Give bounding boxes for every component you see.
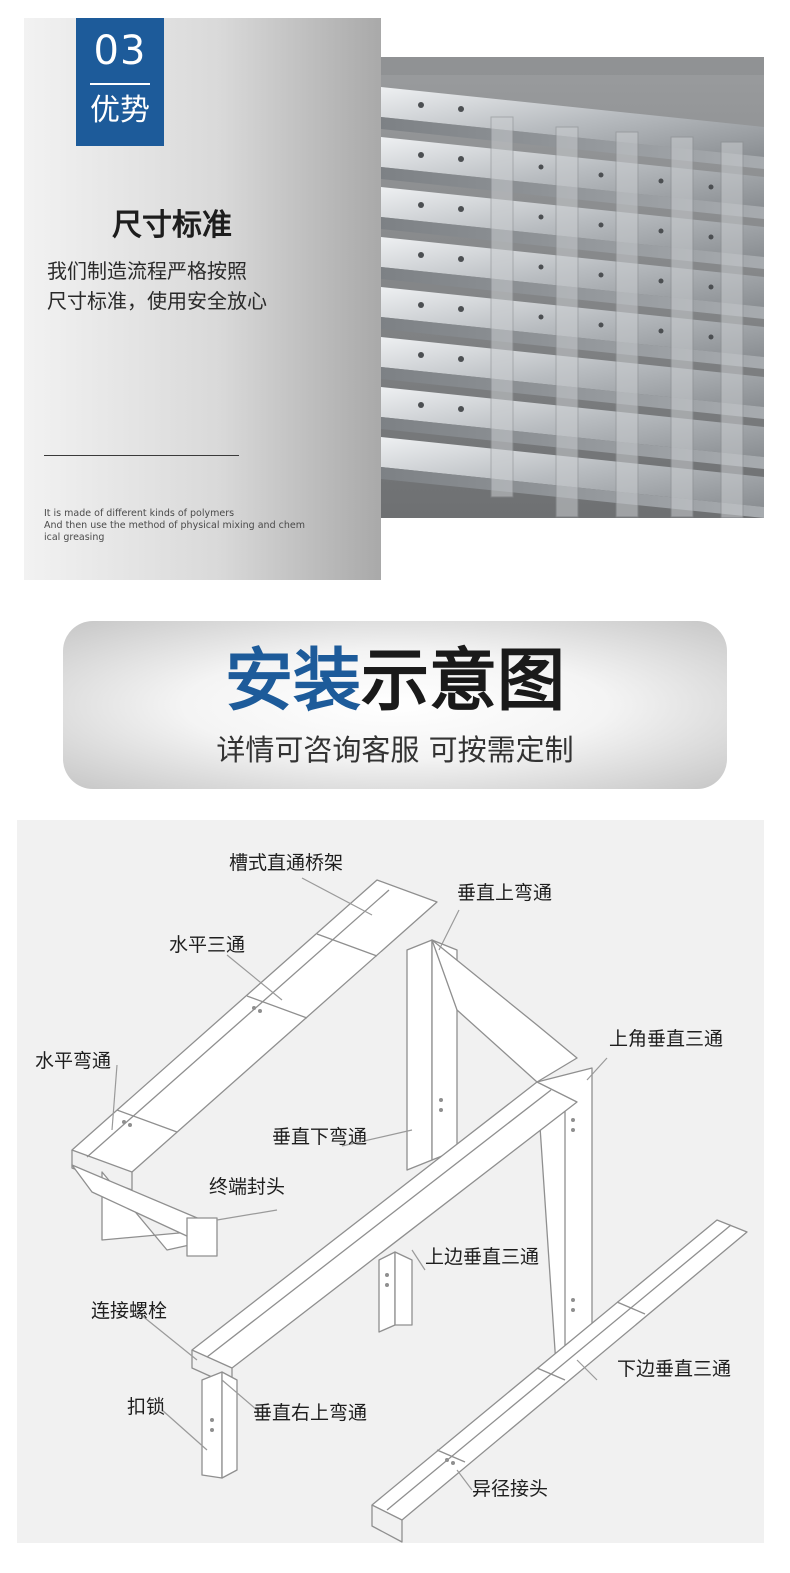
advantage-badge: 03 优势 — [76, 18, 164, 146]
cable-tray-photo — [381, 57, 764, 519]
banner-title: 安装示意图 — [63, 639, 727, 725]
cable-tray-photo-art — [381, 57, 764, 519]
badge-divider — [90, 83, 150, 85]
advantage-divider — [44, 455, 239, 456]
label-end-cap: 终端封头 — [209, 1176, 286, 1198]
label-reducer-joint: 异径接头 — [472, 1478, 549, 1500]
advantage-badge-label: 优势 — [90, 93, 150, 128]
advantage-english-text: It is made of different kinds of polymer… — [44, 508, 305, 544]
label-straight-tray: 槽式直通桥架 — [229, 852, 344, 874]
label-lower-vertical-tee: 下边垂直三通 — [617, 1358, 732, 1380]
installation-banner: 安装示意图 详情可咨询客服 可按需定制 — [63, 621, 727, 789]
banner-title-highlight: 安装 — [224, 642, 361, 721]
english-line: And then use the method of physical mixi… — [44, 520, 305, 531]
advantage-title: 尺寸标准 — [112, 208, 232, 243]
label-vertical-down-bend: 垂直下弯通 — [272, 1126, 368, 1148]
advantage-description: 我们制造流程严格按照 尺寸标准，使用安全放心 — [47, 256, 347, 316]
cable-tray-diagram — [71, 877, 748, 1543]
advantage-panel: 03 优势 尺寸标准 我们制造流程严格按照 尺寸标准，使用安全放心 It is … — [24, 18, 381, 580]
advantage-desc-line: 尺寸标准，使用安全放心 — [47, 289, 267, 313]
label-vertical-right-up-bend: 垂直右上弯通 — [253, 1402, 368, 1424]
advantage-desc-line: 我们制造流程严格按照 — [47, 259, 247, 283]
installation-diagram: 槽式直通桥架 垂直上弯通 水平三通 上角垂直三通 水平弯通 垂直下弯通 终端封头… — [17, 820, 764, 1543]
english-line: ical greasing — [44, 532, 105, 543]
label-horizontal-tee: 水平三通 — [169, 934, 246, 956]
banner-subtitle: 详情可咨询客服 可按需定制 — [216, 733, 574, 767]
english-line: It is made of different kinds of polymer… — [44, 508, 235, 519]
label-horizontal-bend: 水平弯通 — [35, 1050, 112, 1072]
label-upper-vertical-tee: 上边垂直三通 — [425, 1246, 540, 1268]
label-lock-clip: 扣锁 — [127, 1396, 166, 1418]
advantage-number: 03 — [93, 28, 147, 74]
label-top-corner-vertical-tee: 上角垂直三通 — [609, 1028, 724, 1050]
banner-title-main: 示意图 — [361, 642, 566, 721]
label-vertical-up-bend: 垂直上弯通 — [457, 882, 553, 904]
label-connection-bolt: 连接螺栓 — [91, 1300, 168, 1322]
